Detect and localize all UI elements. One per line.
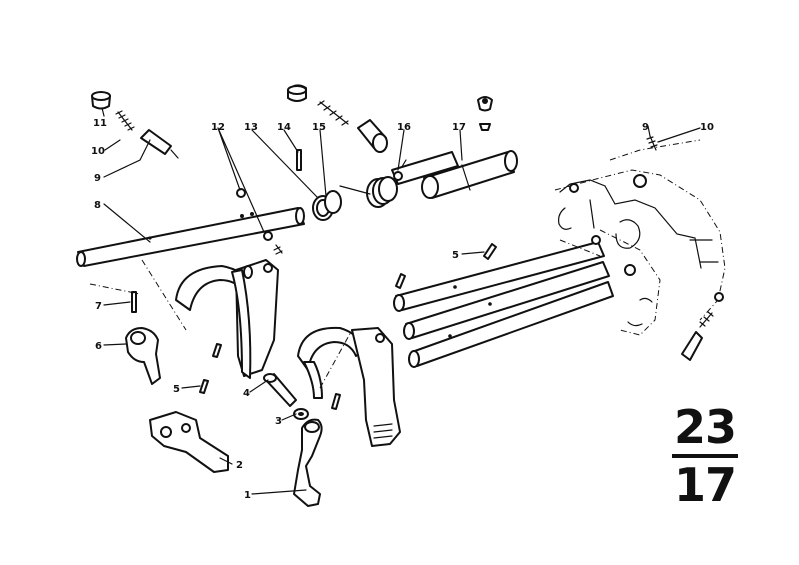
part-sleeve	[357, 119, 388, 153]
part-roll-pin-5-upper	[483, 243, 497, 260]
part-shift-finger-6	[125, 327, 161, 385]
part-nut-top-right	[477, 96, 493, 131]
callout-14: 14	[277, 122, 291, 133]
callout-8: 8	[94, 200, 101, 211]
part-lever-1	[293, 418, 323, 507]
part-gearbox-housing	[554, 139, 726, 336]
part-washer-3	[293, 408, 309, 420]
part-bolt-4	[263, 373, 297, 407]
callout-9: 9	[94, 173, 101, 184]
part-spring-top	[317, 100, 349, 126]
part-pin-14	[296, 149, 302, 171]
part-pin-7	[131, 291, 137, 313]
part-shift-rod-8	[76, 207, 305, 267]
leader-lines	[101, 107, 701, 495]
callout-15: 15	[312, 122, 326, 133]
page-reference: 23 17	[672, 404, 738, 508]
callout-3: 3	[275, 416, 282, 427]
part-ball-12	[236, 188, 283, 255]
part-spring-right-10	[646, 135, 658, 151]
callout-5-upper: 5	[452, 250, 459, 261]
part-detent-right	[681, 292, 724, 361]
callout-5-lower: 5	[173, 384, 180, 395]
part-washer-15	[324, 190, 342, 214]
callout-10: 10	[91, 146, 105, 157]
callout-9-right: 9	[642, 122, 649, 133]
centerlines	[89, 239, 601, 389]
part-roll-pin-lower-left	[199, 343, 222, 394]
callout-1: 1	[244, 490, 251, 501]
callout-13: 13	[244, 122, 258, 133]
callout-12: 12	[211, 122, 225, 133]
page-ref-bottom: 17	[673, 458, 737, 512]
part-selector-shaft-17	[391, 150, 518, 199]
part-torsion-spring-16	[339, 159, 407, 208]
callout-17: 17	[452, 122, 466, 133]
part-roll-pin-middle-lower	[331, 393, 341, 410]
callout-2: 2	[236, 460, 243, 471]
part-spring-10	[115, 110, 135, 131]
part-cap-11	[91, 91, 111, 110]
page-ref-divider	[672, 454, 738, 458]
callout-11: 11	[93, 118, 107, 129]
page-ref-top: 23	[673, 400, 737, 454]
part-detent-plunger-9	[140, 129, 179, 159]
callout-4: 4	[243, 388, 250, 399]
part-selector-rods	[393, 241, 614, 368]
part-roll-pin-middle	[395, 273, 406, 289]
part-shift-fork-left	[175, 259, 279, 379]
callout-6: 6	[95, 341, 102, 352]
callout-16: 16	[397, 122, 411, 133]
callout-numbers: 11 10 9 8 12 13 14 15 16 17 9 10 5 7 6 5…	[91, 118, 714, 501]
callout-7: 7	[95, 301, 102, 312]
part-lever-2	[149, 411, 229, 473]
callout-10-right: 10	[700, 122, 714, 133]
part-cap-top	[287, 84, 307, 102]
